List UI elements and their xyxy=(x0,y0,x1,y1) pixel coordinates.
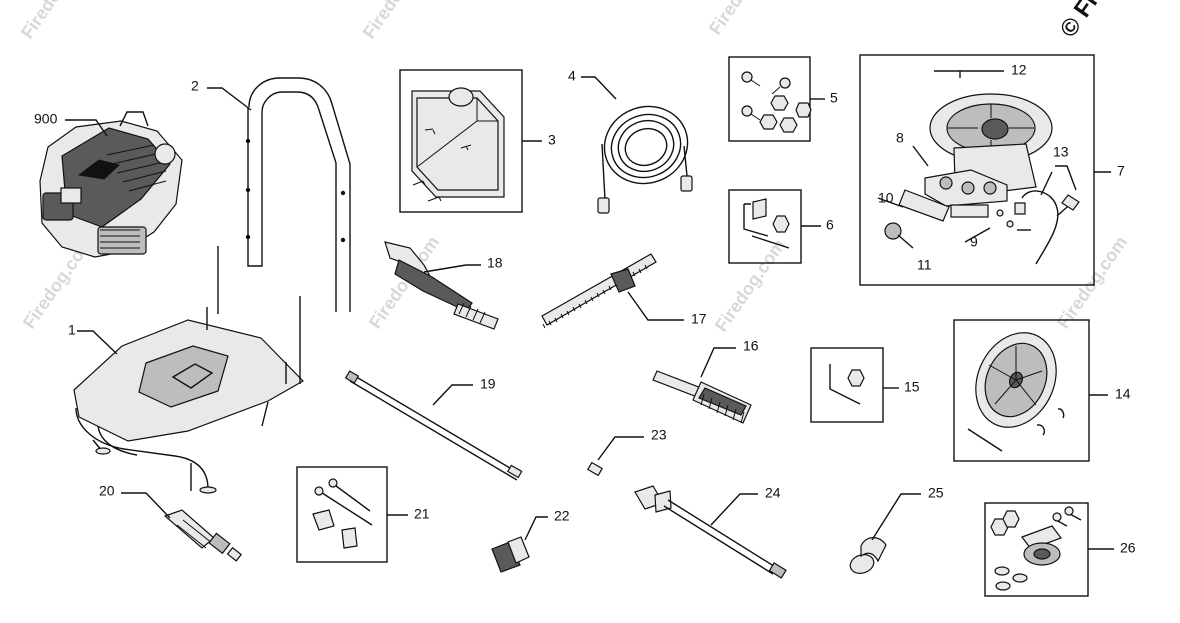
callout-label-26: 26 xyxy=(1120,540,1136,556)
callout-label-14: 14 xyxy=(1115,386,1131,402)
callout-label-24: 24 xyxy=(765,485,781,501)
gun-part-18: 18 xyxy=(384,241,503,330)
callout-label-3: 3 xyxy=(548,132,556,148)
svg-text:© Fi: © Fi xyxy=(1055,0,1103,42)
callout-label-11: 11 xyxy=(917,257,932,273)
tool-part-20: 20 xyxy=(99,483,243,562)
callout-label-900: 900 xyxy=(34,111,58,127)
callout-label-7: 7 xyxy=(1117,163,1125,179)
watermark-mid-right: Firedog.com xyxy=(711,235,789,335)
callout-label-20: 20 xyxy=(99,483,115,499)
coupler-part-22: 22 xyxy=(491,508,570,573)
hardware-box-part-5: 5 xyxy=(728,56,838,142)
copyright-corner: © Fi xyxy=(1055,0,1103,42)
hardware-box-part-6: 6 xyxy=(728,189,834,264)
brush-part-17: 17 xyxy=(541,253,707,329)
pump-box-part-7: 12 8 13 7 10 9 11 xyxy=(859,54,1125,286)
callout-label-21: 21 xyxy=(414,506,430,522)
hose-part-4: 4 xyxy=(568,68,693,214)
callout-label-9: 9 xyxy=(970,234,978,250)
fitting-part-23: 23 xyxy=(586,427,667,477)
callout-label-1: 1 xyxy=(68,322,76,338)
callout-label-8: 8 xyxy=(896,130,904,146)
watermark-top-left: Firedog.com xyxy=(17,0,95,42)
callout-label-6: 6 xyxy=(826,217,834,233)
callout-label-23: 23 xyxy=(651,427,667,443)
watermark-top-right: Firedog.com xyxy=(705,0,783,38)
callout-label-2: 2 xyxy=(191,78,199,94)
watermark-top-mid: Firedog.com xyxy=(359,0,437,42)
callout-label-13: 13 xyxy=(1053,144,1069,160)
handle-part-2: 2 xyxy=(191,77,351,312)
callout-label-25: 25 xyxy=(928,485,944,501)
callout-label-18: 18 xyxy=(487,255,503,271)
wand-part-19: 19 xyxy=(344,370,523,481)
hardware-box-part-21: 21 xyxy=(296,466,430,563)
box-part-3: 3 xyxy=(399,69,556,213)
cap-part-25: 25 xyxy=(849,485,944,574)
engine-part-900: 900 xyxy=(34,111,183,258)
hardware-box-part-15: 15 xyxy=(810,347,920,423)
callout-label-16: 16 xyxy=(743,338,759,354)
watermark-far-right: Firedog.com xyxy=(1053,232,1131,332)
hardware-box-part-26: 26 xyxy=(984,502,1136,597)
callout-label-4: 4 xyxy=(568,68,576,84)
brush-part-16: 16 xyxy=(652,338,759,424)
callout-label-12: 12 xyxy=(1011,62,1027,78)
callout-label-22: 22 xyxy=(554,508,570,524)
callout-label-17: 17 xyxy=(691,311,707,327)
wheel-box-part-14: 14 xyxy=(953,319,1131,462)
callout-label-10: 10 xyxy=(878,190,894,206)
frame-part-1: 1 xyxy=(68,246,304,494)
callout-label-19: 19 xyxy=(480,376,496,392)
callout-label-15: 15 xyxy=(904,379,920,395)
wand-part-24: 24 xyxy=(634,485,787,579)
callout-label-5: 5 xyxy=(830,90,838,106)
